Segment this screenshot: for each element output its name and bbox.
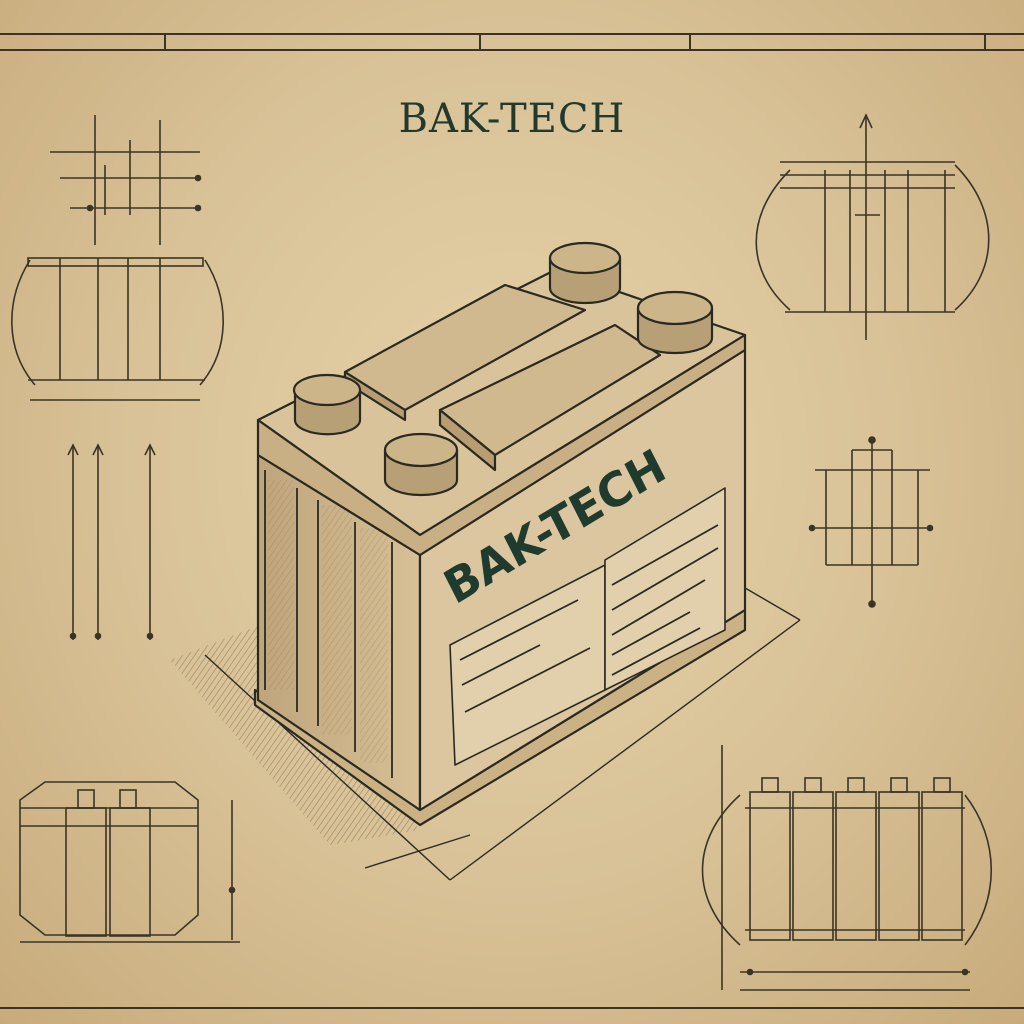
terminal-caps — [292, 241, 714, 497]
page-title: BAK-TECH — [398, 96, 626, 142]
battery-illustration — [170, 241, 801, 881]
dimension-lines-right — [808, 436, 934, 608]
schematic-bottom-left — [19, 781, 240, 943]
dimension-lines-left — [67, 443, 156, 640]
schematic-top-left — [11, 115, 224, 401]
top-border — [0, 33, 1024, 51]
schematic-top-right — [755, 113, 990, 340]
schematic-bottom-right — [701, 745, 993, 991]
